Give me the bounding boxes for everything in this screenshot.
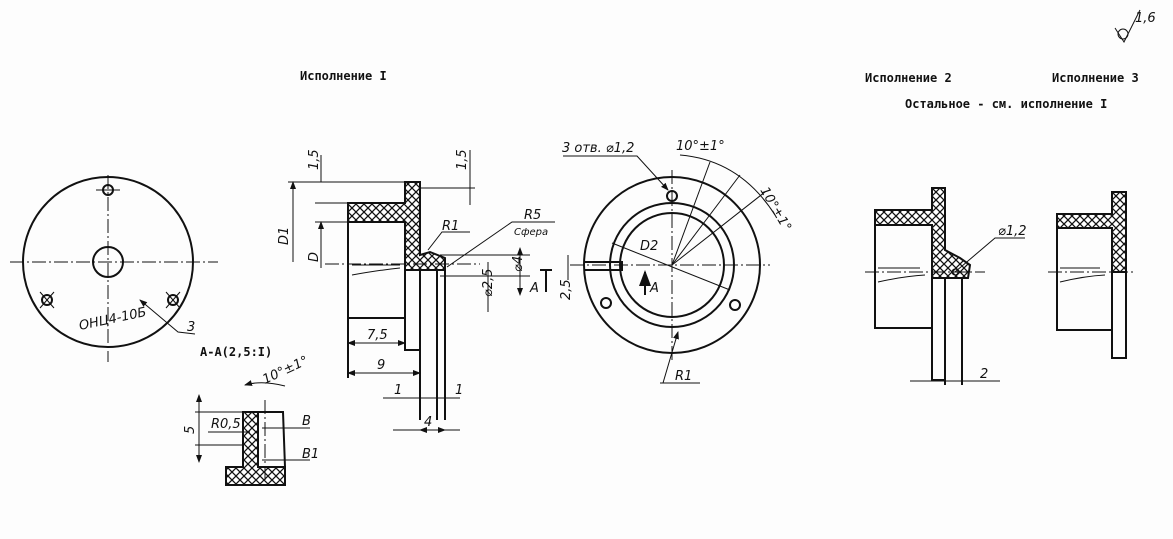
dim-d1: D1: [277, 227, 292, 245]
offset-dim: 2: [980, 367, 988, 382]
dim-flange-top: 1,5: [307, 149, 322, 170]
dim-dia2-5: ⌀2,5: [481, 268, 496, 297]
hole-icon: [165, 291, 181, 309]
height-dim: 5: [183, 426, 198, 434]
hole-icon: [600, 297, 612, 309]
angle-1: 10°±1°: [676, 139, 725, 154]
dim-d: D: [307, 252, 322, 262]
dim-7-5: 7,5: [367, 328, 388, 343]
marking-text: ОНЦ4-10Б: [78, 305, 148, 334]
dim-r5: R5: [524, 208, 541, 223]
section-aa: А-А(2,5:I) 5 R0,5 10°±1° B B1: [183, 345, 319, 486]
dim-width-4: 4: [424, 415, 432, 430]
heading-variant-3: Исполнение 3: [1052, 71, 1139, 85]
hole-icon: [39, 291, 55, 309]
arrow-a: A: [649, 281, 659, 296]
dim-gap-right: 1: [455, 383, 463, 398]
rest-note: Остальное - см. исполнение I: [905, 97, 1107, 111]
roughness-value: 1,6: [1135, 11, 1156, 26]
holes-note: 3 отв. ⌀1,2: [562, 141, 634, 156]
callout-number: 3: [187, 320, 195, 335]
label-b1: B1: [302, 447, 319, 462]
dim-d2: D2: [640, 239, 658, 254]
dim-dia4: ⌀4: [511, 256, 526, 272]
variant-3-view: [1048, 191, 1135, 359]
heading-variant-1: Исполнение I: [300, 69, 387, 83]
heading-variant-2: Исполнение 2: [865, 71, 952, 85]
hole-icon: [729, 299, 741, 311]
hole-icon: [666, 190, 678, 202]
section-title: А-А(2,5:I): [200, 345, 272, 359]
sphere-note: Сфера: [514, 227, 548, 238]
angle-2: 10°±1°: [757, 185, 794, 235]
hole-dim: ⌀1,2: [998, 224, 1027, 239]
roughness-symbol: 1,6: [1114, 9, 1156, 44]
dim-r1: R1: [675, 369, 692, 384]
dim-9: 9: [377, 358, 385, 373]
hole-icon: [96, 184, 120, 196]
slot-dim: 2,5: [559, 279, 574, 300]
label-b: B: [302, 414, 311, 429]
dim-flange-right: 1,5: [455, 149, 470, 170]
front-view: 3 отв. ⌀1,2 10°±1° 10°±1° D2 A 2,5 R1: [559, 139, 794, 384]
radius-dim: R0,5: [211, 417, 241, 432]
dim-gap-left: 1: [394, 383, 402, 398]
dim-r1: R1: [442, 219, 459, 234]
variant-2-view: ⌀1,2 2: [865, 187, 1027, 385]
side-view: D1 D 1,5 1,5 R1 R5 Сфера ⌀4 ⌀2,5 A 7,5 9…: [277, 149, 555, 433]
end-view: ОНЦ4-10Б 3: [10, 175, 218, 362]
section-mark-a: A: [529, 281, 539, 296]
